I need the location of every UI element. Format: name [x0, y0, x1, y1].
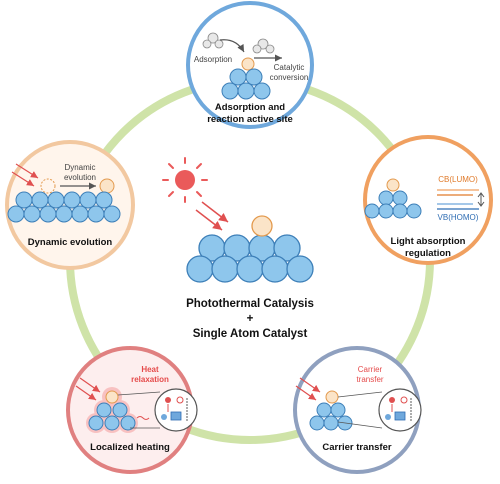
light-ray-icon [75, 377, 101, 401]
light-title-2: regulation [405, 248, 451, 259]
heat-label-2: relaxation [131, 375, 169, 384]
single-atom [386, 178, 400, 192]
sun-icon [162, 157, 208, 203]
adsorption-title-2: reaction active site [207, 114, 293, 125]
vb-label: VB(HOMO) [438, 213, 479, 222]
cb-label: CB(LUMO) [438, 175, 478, 184]
node-localized-heating: Heat relaxation Localized heating [66, 346, 198, 474]
node-light-absorption: CB(LUMO) VB(HOMO) Light absorption regul… [363, 135, 493, 265]
double-arrow-icon [477, 192, 485, 207]
dashed-atom [40, 178, 56, 194]
center-substrate [186, 234, 314, 283]
single-atom [241, 57, 255, 71]
center-title-line1: Photothermal Catalysis [186, 298, 314, 310]
dynamic-label-2: evolution [64, 173, 96, 182]
center-title-line2: Single Atom Catalyst [193, 328, 308, 340]
light-ray-icon [11, 163, 39, 187]
single-atom [99, 178, 115, 194]
light-substrate [364, 190, 422, 219]
single-atom [325, 390, 339, 404]
label-adsorption: Adsorption [194, 55, 232, 64]
carrier-title: Carrier transfer [322, 442, 391, 453]
heat-label-1: Heat [141, 365, 159, 374]
node-dynamic-evolution: Dynamic evolution Dynamic evolution [5, 140, 135, 270]
carrier-label-1: Carrier [358, 365, 383, 374]
heating-title: Localized heating [90, 442, 170, 453]
light-ray-icon [195, 201, 229, 231]
molecule-icon [202, 32, 275, 54]
carrier-substrate [309, 402, 353, 431]
dynamic-title: Dynamic evolution [28, 237, 113, 248]
thermometer-icon [161, 396, 188, 422]
dynamic-label-1: Dynamic [64, 163, 95, 172]
node-carrier-transfer: Carrier transfer Carrier transfer [293, 346, 422, 474]
adsorption-title-1: Adsorption and [215, 102, 285, 113]
center-illustration: Photothermal Catalysis + Single Atom Cat… [162, 157, 314, 340]
single-atom [105, 390, 119, 404]
dynamic-substrate [7, 191, 121, 223]
single-atom [251, 215, 273, 237]
zoom-inset [378, 388, 422, 432]
label-catalytic-2: conversion [270, 73, 309, 82]
light-ray-icon [295, 377, 321, 401]
heating-substrate [88, 402, 136, 431]
label-catalytic-1: Catalytic [274, 63, 305, 72]
electron-icon [385, 396, 412, 422]
center-title-plus: + [247, 313, 254, 325]
carrier-label-2: transfer [356, 375, 383, 384]
node-adsorption: Adsorption Catalytic conversion Adsorpti… [186, 1, 314, 129]
adsorption-substrate [221, 68, 271, 100]
light-title-1: Light absorption [391, 236, 466, 247]
zoom-inset [154, 388, 198, 432]
